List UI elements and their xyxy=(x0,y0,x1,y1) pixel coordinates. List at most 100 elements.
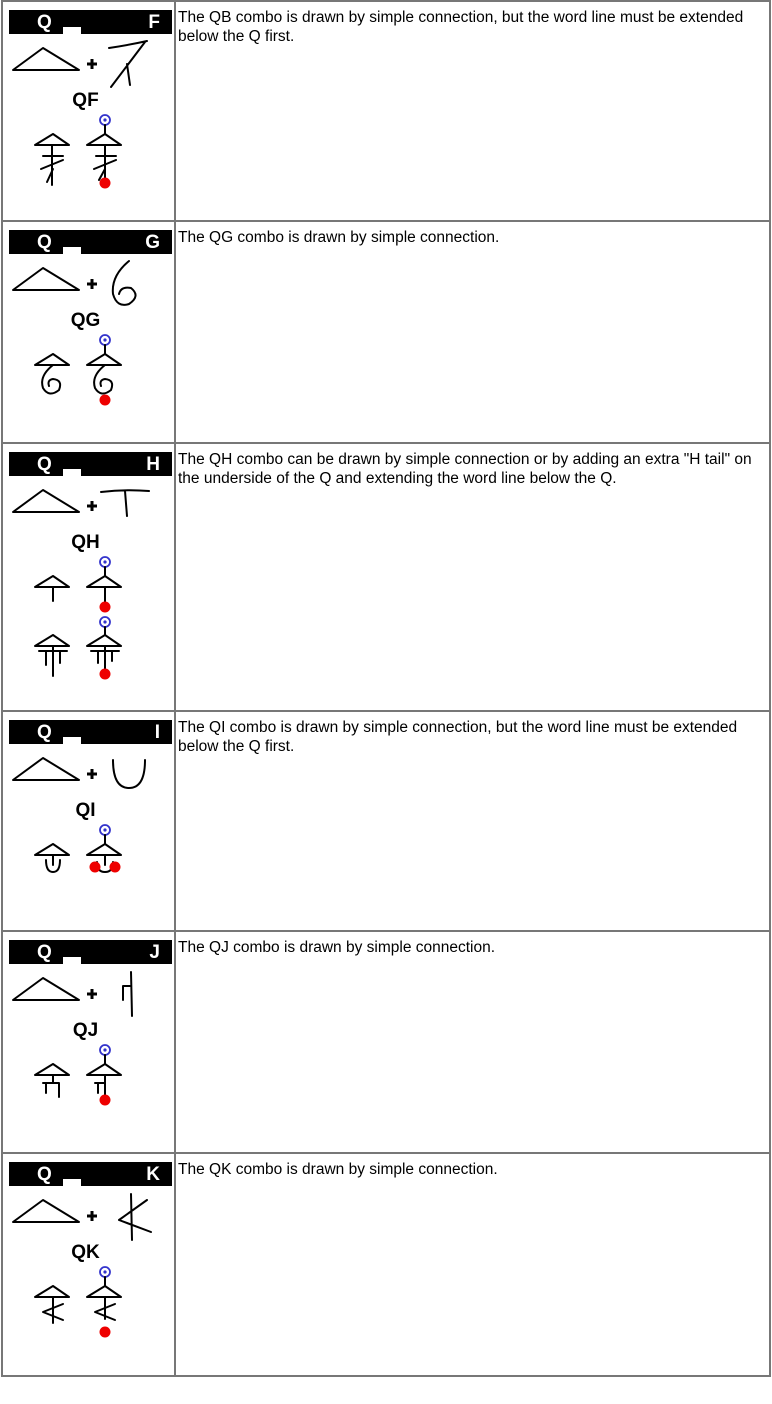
combined-glyph xyxy=(34,1285,70,1324)
q-triangle-glyph xyxy=(12,977,80,1001)
first-letter: Q xyxy=(37,942,52,963)
combo-row-qf: Q F QF xyxy=(1,0,771,222)
combo-description: The QB combo is drawn by simple connecti… xyxy=(174,0,771,222)
combo-equation-figure xyxy=(12,489,150,517)
header-gap xyxy=(63,957,81,965)
stroke-order-glyph xyxy=(86,556,122,613)
combo-glyph-pair xyxy=(34,114,122,189)
combo-label: QJ xyxy=(72,1020,99,1041)
f-letter-glyph xyxy=(108,40,148,88)
combo-glyph-pair xyxy=(34,556,122,680)
end-marker-icon xyxy=(99,601,111,613)
second-letter: G xyxy=(145,232,160,253)
combo-description: The QH combo can be drawn by simple conn… xyxy=(174,442,771,712)
combo-illustration-cell: Q G QG xyxy=(1,220,176,444)
combined-glyph xyxy=(34,843,70,873)
combo-label: QH xyxy=(71,532,100,553)
letter-header: Q K xyxy=(9,1162,172,1187)
header-gap xyxy=(63,27,81,35)
plus-icon xyxy=(87,989,97,999)
combo-illustration-cell: Q F QF xyxy=(1,0,176,222)
combo-illustration-cell: Q I QI xyxy=(1,710,176,932)
letter-header: Q I xyxy=(9,720,172,745)
combo-equation-figure xyxy=(12,757,146,789)
h-letter-glyph xyxy=(100,489,150,517)
first-letter: Q xyxy=(37,232,52,253)
header-gap xyxy=(63,1179,81,1187)
first-letter: Q xyxy=(37,454,52,475)
q-triangle-glyph xyxy=(12,1199,80,1223)
second-letter: K xyxy=(146,1164,160,1185)
combo-illustration-cell: Q H QH xyxy=(1,442,176,712)
stroke-order-glyph-alt xyxy=(86,616,122,680)
combo-label: QK xyxy=(71,1242,100,1263)
j-letter-glyph xyxy=(122,971,133,1017)
combined-glyph-alt xyxy=(34,634,70,677)
combo-label: QG xyxy=(70,310,101,331)
stroke-order-glyph xyxy=(86,1044,122,1106)
first-letter: Q xyxy=(37,12,52,33)
combo-description: The QI combo is drawn by simple connecti… xyxy=(174,710,771,932)
header-gap xyxy=(63,737,81,745)
q-triangle-glyph xyxy=(12,267,80,291)
k-letter-glyph xyxy=(118,1193,152,1241)
end-marker-icon xyxy=(99,1094,111,1106)
stroke-order-glyph xyxy=(86,114,122,189)
first-letter: Q xyxy=(37,722,52,743)
plus-icon xyxy=(87,59,97,69)
g-letter-glyph xyxy=(111,260,137,306)
combo-label: QI xyxy=(75,800,96,821)
end-marker-icon xyxy=(99,1326,111,1338)
plus-icon xyxy=(87,501,97,511)
end-marker-icon xyxy=(109,861,121,873)
end-marker-icon xyxy=(99,177,111,189)
second-letter: I xyxy=(154,722,160,743)
q-triangle-glyph xyxy=(12,489,80,513)
letter-header: Q G xyxy=(9,230,172,255)
combo-equation-figure xyxy=(12,1193,152,1241)
combo-equation-figure xyxy=(12,260,137,306)
combo-row-qj: Q J QJ xyxy=(1,930,771,1154)
header-gap xyxy=(63,469,81,477)
stroke-order-glyph xyxy=(86,1266,122,1338)
combo-glyph-pair xyxy=(34,824,122,873)
letter-header: Q F xyxy=(9,10,172,35)
combo-table: Q F QF xyxy=(1,0,771,1377)
combined-glyph xyxy=(34,133,70,186)
combo-row-qi: Q I QI xyxy=(1,710,771,932)
combined-glyph xyxy=(34,1063,70,1098)
end-marker-icon xyxy=(99,668,111,680)
q-triangle-glyph xyxy=(12,757,80,781)
letter-header: Q J xyxy=(9,940,172,965)
combo-illustration-cell: Q J QJ xyxy=(1,930,176,1154)
combo-illustration-cell: Q K QK xyxy=(1,1152,176,1377)
second-letter: F xyxy=(148,12,160,33)
end-marker-icon xyxy=(99,394,111,406)
combo-row-qh: Q H QH xyxy=(1,442,771,712)
combo-glyph-pair xyxy=(34,1044,122,1106)
combo-glyph-pair xyxy=(34,1266,122,1338)
plus-icon xyxy=(87,769,97,779)
second-letter: J xyxy=(149,942,160,963)
combo-row-qk: Q K QK xyxy=(1,1152,771,1377)
stroke-order-glyph xyxy=(86,334,122,406)
combined-glyph xyxy=(34,575,70,602)
combined-glyph xyxy=(34,353,70,395)
combo-row-qg: Q G QG xyxy=(1,220,771,444)
header-gap xyxy=(63,247,81,255)
combo-description: The QJ combo is drawn by simple connecti… xyxy=(174,930,771,1154)
first-letter: Q xyxy=(37,1164,52,1185)
second-letter: H xyxy=(146,454,160,475)
end-marker-icon xyxy=(89,861,101,873)
combo-equation-figure xyxy=(12,971,133,1017)
combo-label: QF xyxy=(72,90,99,111)
letter-header: Q H xyxy=(9,452,172,477)
stroke-order-glyph xyxy=(86,824,122,873)
combo-description: The QK combo is drawn by simple connecti… xyxy=(174,1152,771,1377)
combo-equation-figure xyxy=(12,40,148,88)
q-triangle-glyph xyxy=(12,47,80,71)
combo-glyph-pair xyxy=(34,334,122,406)
combo-description: The QG combo is drawn by simple connecti… xyxy=(174,220,771,444)
plus-icon xyxy=(87,279,97,289)
plus-icon xyxy=(87,1211,97,1221)
